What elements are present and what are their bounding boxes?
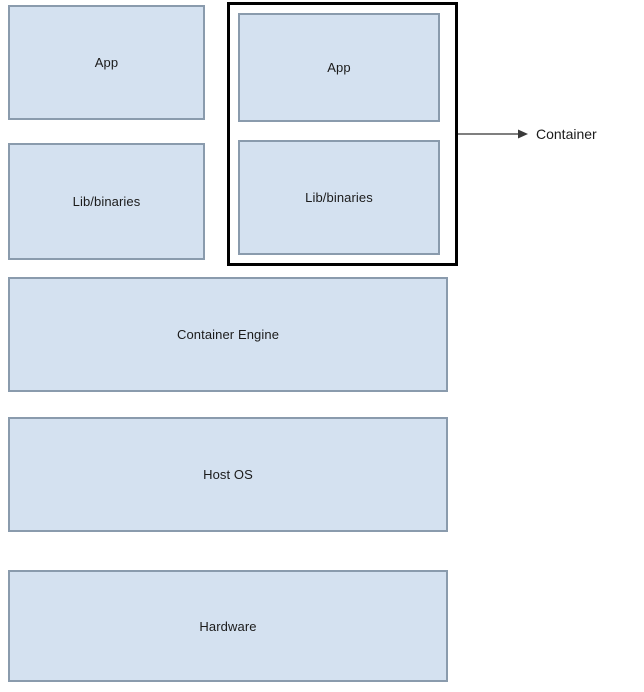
lib-binaries-box-left: Lib/binaries xyxy=(8,143,205,260)
hardware-box: Hardware xyxy=(8,570,448,682)
lib-binaries-box-left-label: Lib/binaries xyxy=(72,194,141,209)
app-box-left-label: App xyxy=(94,55,119,70)
lib-binaries-box-container: Lib/binaries xyxy=(238,140,440,255)
callout-arrow-icon xyxy=(458,129,528,139)
app-box-left: App xyxy=(8,5,205,120)
container-callout-label: Container xyxy=(536,126,597,142)
hardware-label: Hardware xyxy=(199,618,257,634)
container-engine-box: Container Engine xyxy=(8,277,448,392)
host-os-label: Host OS xyxy=(203,467,253,482)
host-os-box: Host OS xyxy=(8,417,448,532)
app-box-container: App xyxy=(238,13,440,122)
container-callout: Container xyxy=(458,118,644,150)
app-box-container-label: App xyxy=(327,60,351,75)
lib-binaries-box-container-label: Lib/binaries xyxy=(305,190,373,205)
container-engine-label: Container Engine xyxy=(176,327,280,342)
